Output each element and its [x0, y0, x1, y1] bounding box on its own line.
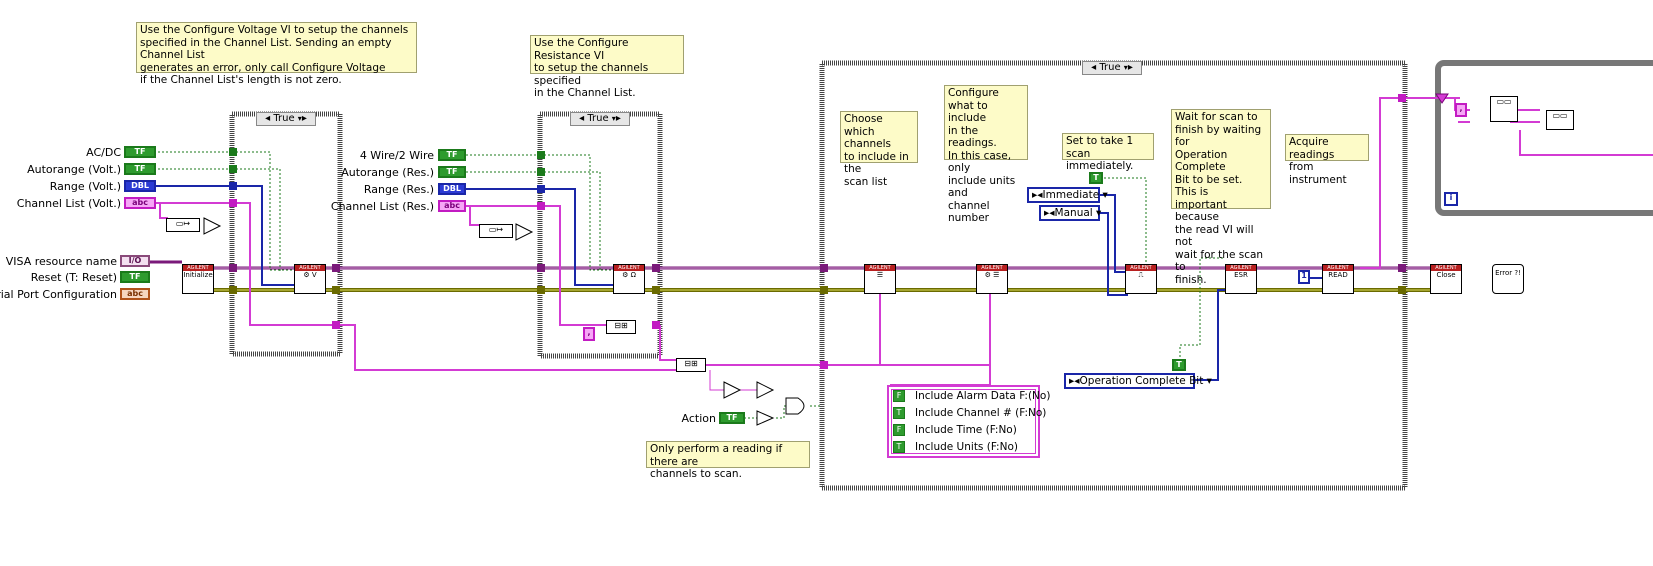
configure-resistance-vi[interactable]: AGILENT⚙ Ω — [613, 264, 645, 294]
error-handler-vi[interactable]: Error ?! — [1492, 264, 1524, 294]
trigger-vi[interactable]: AGILENT⎍ — [1125, 264, 1157, 294]
include-units-flag[interactable]: T — [893, 441, 905, 453]
comment-configure-voltage: Use the Configure Voltage VI to setup th… — [136, 22, 417, 86]
true-const-opcomplete[interactable]: T — [1172, 359, 1186, 371]
terminal-channel-list-volt[interactable]: abc — [124, 197, 156, 209]
label-channel-list-res: Channel List (Res.) — [330, 200, 434, 213]
include-time-label: Include Time (F:No) — [915, 424, 1017, 436]
case-selector-main[interactable]: ◂ True ▾▸ — [1082, 61, 1142, 75]
label-autorange-res: Autorange (Res.) — [341, 166, 434, 179]
terminal-channel-list-res[interactable]: abc — [438, 200, 466, 212]
comment-only-perform: Only perform a reading if there are chan… — [646, 441, 810, 480]
voltage-case-frame — [229, 111, 343, 357]
array-subset-mid[interactable]: ⊟⊞ — [606, 320, 636, 334]
terminal-ac-dc[interactable]: TF — [124, 146, 156, 158]
terminal-visa-resource[interactable]: I/O — [120, 255, 150, 267]
label-autorange-volt: Autorange (Volt.) — [27, 163, 121, 176]
label-range-res: Range (Res.) — [363, 183, 434, 196]
comment-configure-resistance: Use the Configure Resistance VI to setup… — [530, 35, 684, 99]
terminal-action[interactable]: TF — [719, 412, 745, 424]
comment-set-scan: Set to take 1 scan immediately. — [1062, 133, 1154, 172]
comment-wait-scan: Wait for scan to finish by waiting for O… — [1171, 109, 1271, 286]
string-length-left[interactable]: ▭↦ — [166, 218, 200, 232]
include-channel-flag[interactable]: T — [893, 407, 905, 419]
include-time-flag[interactable]: F — [893, 424, 905, 436]
manual-ring[interactable]: ▸◂Manual ▾ — [1039, 205, 1101, 221]
include-alarm-label: Include Alarm Data F:(No) — [915, 390, 1051, 402]
comment-acquire: Acquire readings from instrument — [1285, 134, 1369, 186]
configure-voltage-vi[interactable]: AGILENT⚙ V — [294, 264, 326, 294]
scan-list-vi[interactable]: AGILENT☰ — [864, 264, 896, 294]
terminal-reset[interactable]: TF — [120, 271, 150, 283]
include-alarm-flag[interactable]: F — [893, 390, 905, 402]
comment-configure-readings: Configure what to include in the reading… — [944, 85, 1028, 224]
include-channel-label: Include Channel # (F:No) — [915, 407, 1047, 419]
resistance-case-frame — [537, 111, 663, 359]
comment-choose-channels: Choose which channels to include in the … — [840, 111, 918, 188]
include-time-row[interactable]: F Include Time (F:No) — [893, 424, 1017, 437]
include-units-row[interactable]: T Include Units (F:No) — [893, 441, 1018, 454]
operation-complete-ring[interactable]: ▸◂Operation Complete Bit ▾ — [1064, 373, 1212, 389]
label-action: Action — [681, 412, 716, 425]
terminal-autorange-volt[interactable]: TF — [124, 163, 156, 175]
case-selector-resistance[interactable]: ◂ True ▾▸ — [570, 112, 630, 126]
label-4wire-2wire: 4 Wire/2 Wire — [359, 149, 434, 162]
label-serial-port: Serial Port Configuration — [0, 288, 117, 301]
loop-node-1[interactable]: ▭▭ — [1490, 96, 1518, 122]
array-subset-bottom[interactable]: ⊟⊞ — [676, 358, 706, 372]
comma-const-loop[interactable]: , — [1455, 103, 1467, 117]
while-loop-frame — [1435, 60, 1653, 216]
label-ac-dc: AC/DC — [86, 146, 121, 159]
terminal-range-volt[interactable]: DBL — [124, 180, 156, 192]
loop-node-2[interactable]: ▭▭ — [1546, 110, 1574, 130]
loop-iteration-terminal: i — [1444, 192, 1458, 206]
include-alarm-row[interactable]: F Include Alarm Data F:(No) — [893, 390, 1050, 403]
include-units-label: Include Units (F:No) — [915, 441, 1018, 453]
label-channel-list-volt: Channel List (Volt.) — [16, 197, 121, 210]
include-channel-row[interactable]: T Include Channel # (F:No) — [893, 407, 1046, 420]
terminal-range-res[interactable]: DBL — [438, 183, 466, 195]
label-visa-resource: VISA resource name — [5, 255, 117, 268]
comma-const-mid[interactable]: , — [583, 327, 595, 341]
index-const[interactable]: 1 — [1298, 270, 1310, 284]
label-range-volt: Range (Volt.) — [49, 180, 121, 193]
case-selector-voltage[interactable]: ◂ True ▾▸ — [256, 112, 316, 126]
true-const-trigger[interactable]: T — [1089, 172, 1103, 184]
label-reset: Reset (T: Reset) — [30, 271, 117, 284]
terminal-4wire-2wire[interactable]: TF — [438, 149, 466, 161]
immediate-ring[interactable]: ▸◂Immediate ▾ — [1027, 187, 1108, 203]
configure-readings-vi[interactable]: AGILENT⚙ ☰ — [976, 264, 1008, 294]
terminal-serial-port[interactable]: abc — [120, 288, 150, 300]
include-options-cluster — [887, 385, 1040, 458]
terminal-autorange-res[interactable]: TF — [438, 166, 466, 178]
string-length-mid[interactable]: ▭↦ — [479, 224, 513, 238]
